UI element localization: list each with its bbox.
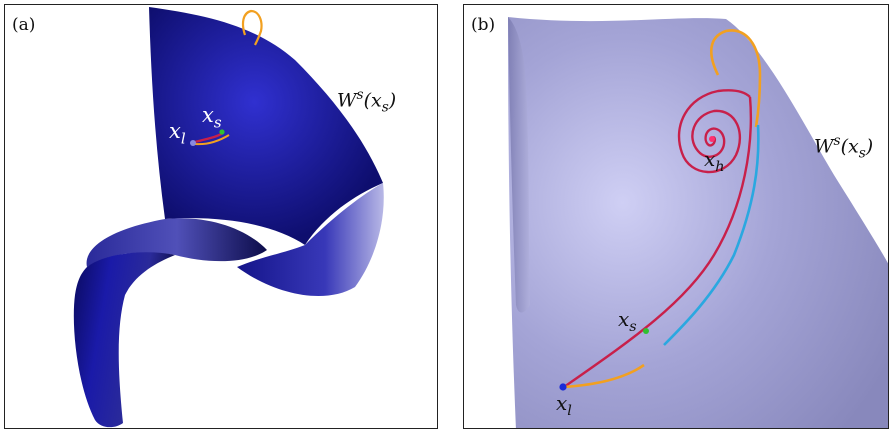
orbit-orange-a: [194, 134, 230, 146]
manifold-flap: [73, 252, 175, 428]
point-xs-b: [643, 328, 649, 334]
manifold-ribbon: [86, 218, 267, 267]
manifold-edge-b: [508, 17, 530, 313]
orbit-orange-loop-b: [710, 29, 762, 128]
manifold-label-a: Ws(xs): [337, 87, 397, 116]
point-xl-b: [559, 383, 567, 391]
point-xl-a: [190, 140, 196, 146]
manifold-curl: [237, 183, 384, 297]
orbit-cyan-b: [663, 124, 760, 346]
panel-a-tag: (a): [12, 15, 36, 35]
point-xs-label-a: xs: [202, 103, 222, 132]
panel-b-tag: (b): [471, 15, 496, 35]
orbit-orange-loop-a: [241, 9, 263, 46]
orbit-red-spiral: [677, 89, 751, 174]
panel-b: (b) Ws(xs) xh xs xl: [463, 4, 889, 429]
panel-b-figure: [508, 17, 888, 428]
point-xl-label-a: xl: [169, 119, 186, 148]
point-xh-b: [709, 136, 715, 142]
panel-a: (a) Ws(xs) xs xl: [4, 4, 438, 429]
point-xs-label-b: xs: [618, 307, 637, 336]
orbit-red-b: [563, 96, 753, 388]
manifold-label-b: Ws(xs): [814, 133, 874, 162]
orbit-orange-lower-b: [563, 363, 645, 389]
panel-a-figure: [73, 7, 384, 428]
manifold-sheet-upper: [149, 7, 383, 245]
point-xh-label-b: xh: [704, 147, 725, 176]
point-xl-label-b: xl: [556, 391, 572, 420]
manifold-sheet-b: [508, 17, 888, 428]
point-xs-a: [219, 129, 225, 135]
